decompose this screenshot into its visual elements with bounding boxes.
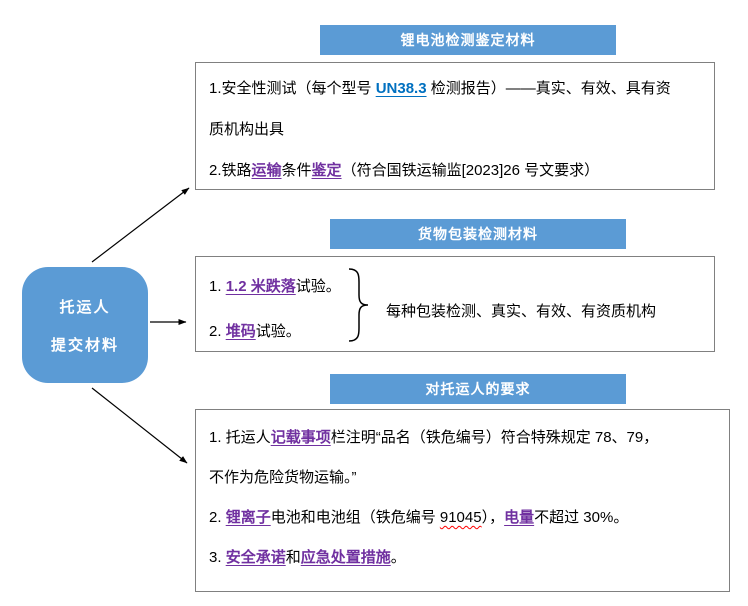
text-segment: 2.铁路	[209, 162, 252, 179]
text-segment: 1.安全性测试（每个型号	[209, 80, 376, 97]
text-segment: 3.	[209, 549, 226, 566]
packaging-item-2: 2. 堆码试验。	[209, 309, 701, 354]
shipper-req-line-3: 2. 锂离子电池和电池组（铁危编号 91045），电量不超过 30%。	[209, 498, 716, 538]
shipper-req-line-1: 1. 托运人记载事项栏注明“品名（铁危编号）符合特殊规定 78、79，	[209, 418, 716, 458]
arrow-to-shipper-req-icon	[91, 387, 188, 464]
section-shipper-req-header: 对托运人的要求	[330, 374, 626, 404]
text-segment: 1. 托运人	[209, 429, 271, 446]
text-segment: 栏注明“品名（铁危编号）符合特殊规定 78、79，	[330, 429, 659, 446]
text-segment: 。	[390, 549, 406, 566]
text-segment: 2.	[209, 323, 226, 340]
section-shipper-req-title: 对托运人的要求	[425, 381, 531, 397]
section-packaging-test-header: 货物包装检测材料	[330, 219, 626, 249]
term-un38-3: UN38.3	[375, 80, 427, 97]
section-battery-test-box: 1.安全性测试（每个型号 UN38.3 检测报告）——真实、有效、具有资 质机构…	[195, 62, 715, 190]
text-segment: 电池和电池组（铁危编号	[270, 509, 440, 526]
text-segment: 条件	[281, 162, 312, 179]
term-safety-commitment: 安全承诺	[225, 549, 286, 566]
text-segment: 2.	[209, 509, 226, 526]
term-danger-code-91045: 91045	[439, 509, 482, 526]
shipper-node: 托运人 提交材料	[22, 267, 148, 383]
term-charge-level: 电量	[504, 509, 535, 526]
battery-test-line-1: 1.安全性测试（每个型号 UN38.3 检测报告）——真实、有效、具有资	[209, 68, 701, 109]
text-segment: 1.	[209, 278, 226, 295]
term-stacking-test: 堆码	[225, 323, 256, 340]
text-segment: 不超过 30%。	[534, 509, 629, 526]
term-record-items: 记载事项	[270, 429, 331, 446]
text-segment: 检测报告）——真实、有效、具有资	[426, 80, 671, 97]
section-packaging-test-box: 1. 1.2 米跌落试验。 2. 堆码试验。 每种包装检测、真实、有效、有资质机…	[195, 256, 715, 352]
term-transport: 运输	[251, 162, 282, 179]
text-segment: 试验。	[295, 278, 341, 295]
shipper-node-line1: 托运人	[59, 298, 111, 316]
shipper-req-line-4: 3. 安全承诺和应急处置措施。	[209, 538, 716, 578]
term-lithium-ion: 锂离子	[225, 509, 271, 526]
battery-test-line-3: 2.铁路运输条件鉴定（符合国铁运输监[2023]26 号文要求）	[209, 150, 701, 191]
section-battery-test-header: 锂电池检测鉴定材料	[320, 25, 616, 55]
packaging-item-1: 1. 1.2 米跌落试验。	[209, 264, 701, 309]
term-emergency-measures: 应急处置措施	[300, 549, 391, 566]
text-segment: 和	[285, 549, 301, 566]
curly-brace-icon	[348, 268, 369, 342]
term-drop-test: 1.2 米跌落	[225, 278, 296, 295]
section-shipper-req-box: 1. 托运人记载事项栏注明“品名（铁危编号）符合特殊规定 78、79， 不作为危…	[195, 409, 730, 592]
shipper-node-line2: 提交材料	[50, 336, 119, 354]
arrow-to-battery-test-icon	[91, 187, 190, 263]
text-segment: ），	[481, 509, 505, 526]
text-segment: 试验。	[255, 323, 301, 340]
battery-test-line-2: 质机构出具	[209, 109, 701, 150]
section-packaging-test-title: 货物包装检测材料	[418, 226, 538, 242]
term-appraisal: 鉴定	[311, 162, 342, 179]
text-segment: （符合国铁运输监[2023]26 号文要求）	[341, 162, 600, 179]
packaging-brace-note: 每种包装检测、真实、有效、有资质机构	[386, 303, 657, 320]
section-battery-test-title: 锂电池检测鉴定材料	[400, 32, 536, 48]
text-segment: 质机构出具	[209, 121, 285, 138]
text-segment: 不作为危险货物运输。”	[209, 469, 357, 486]
shipper-req-line-2: 不作为危险货物运输。”	[209, 458, 716, 498]
